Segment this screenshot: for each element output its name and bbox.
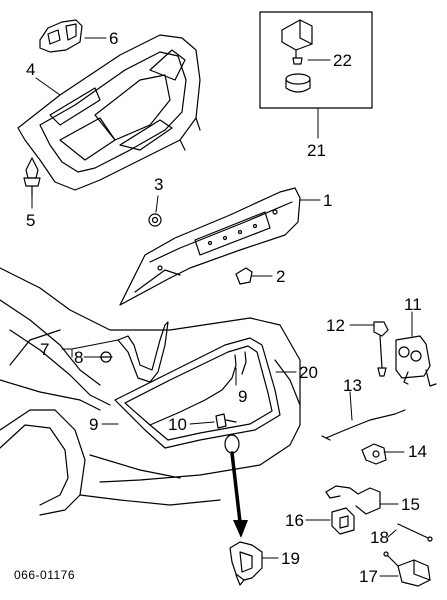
trunk-switch-part xyxy=(325,485,381,515)
lock-rod-part xyxy=(373,321,389,377)
callout-2: 2 xyxy=(276,267,286,286)
callout-6: 6 xyxy=(109,29,119,48)
grommet-part xyxy=(148,213,162,227)
cable-clip-part xyxy=(361,443,387,465)
callout-22: 22 xyxy=(333,51,352,70)
key-cylinder-part xyxy=(395,335,437,387)
lock-cylinder-kit-box xyxy=(259,11,373,109)
wire-part xyxy=(397,523,433,542)
trunk-lid-finisher xyxy=(119,187,301,306)
callout-12: 12 xyxy=(326,316,345,335)
trunk-latch-part xyxy=(229,541,263,586)
callout-8: 8 xyxy=(74,348,84,367)
trunk-weatherstrip xyxy=(114,337,281,449)
bumper-stop-part xyxy=(235,267,253,285)
callout-14: 14 xyxy=(408,442,427,461)
callout-13: 13 xyxy=(343,376,362,395)
callout-10: 10 xyxy=(168,415,187,434)
callout-9-right: 9 xyxy=(238,387,248,406)
trunk-lid-inner-panel xyxy=(17,34,201,191)
torsion-rods xyxy=(149,351,247,426)
leader-lines xyxy=(31,37,413,577)
release-cable-part xyxy=(321,409,406,441)
callout-21: 21 xyxy=(307,141,326,160)
callout-11: 11 xyxy=(404,295,422,314)
diagram-code: 066-01176 xyxy=(14,568,75,582)
callout-15: 15 xyxy=(401,495,420,514)
callout-17: 17 xyxy=(359,567,378,586)
callout-7: 7 xyxy=(40,340,50,359)
opener-motor-part xyxy=(383,551,431,587)
callout-16: 16 xyxy=(285,511,304,530)
callout-1: 1 xyxy=(323,191,333,210)
callout-4: 4 xyxy=(26,60,36,79)
lid-clip-part xyxy=(39,19,83,53)
callout-9-left: 9 xyxy=(89,415,99,434)
latch-bracket xyxy=(215,413,237,429)
callout-5: 5 xyxy=(26,211,36,230)
callout-19: 19 xyxy=(281,549,300,568)
callout-18: 18 xyxy=(370,528,389,547)
trunk-hinge xyxy=(99,321,169,383)
push-clip-part xyxy=(23,157,41,197)
callout-3: 3 xyxy=(154,175,164,194)
actuator-part xyxy=(331,507,355,535)
latch-arrow xyxy=(230,451,248,538)
trunk-latch-location xyxy=(224,434,240,454)
car-body-rear xyxy=(0,267,301,516)
callout-20: 20 xyxy=(299,363,318,382)
